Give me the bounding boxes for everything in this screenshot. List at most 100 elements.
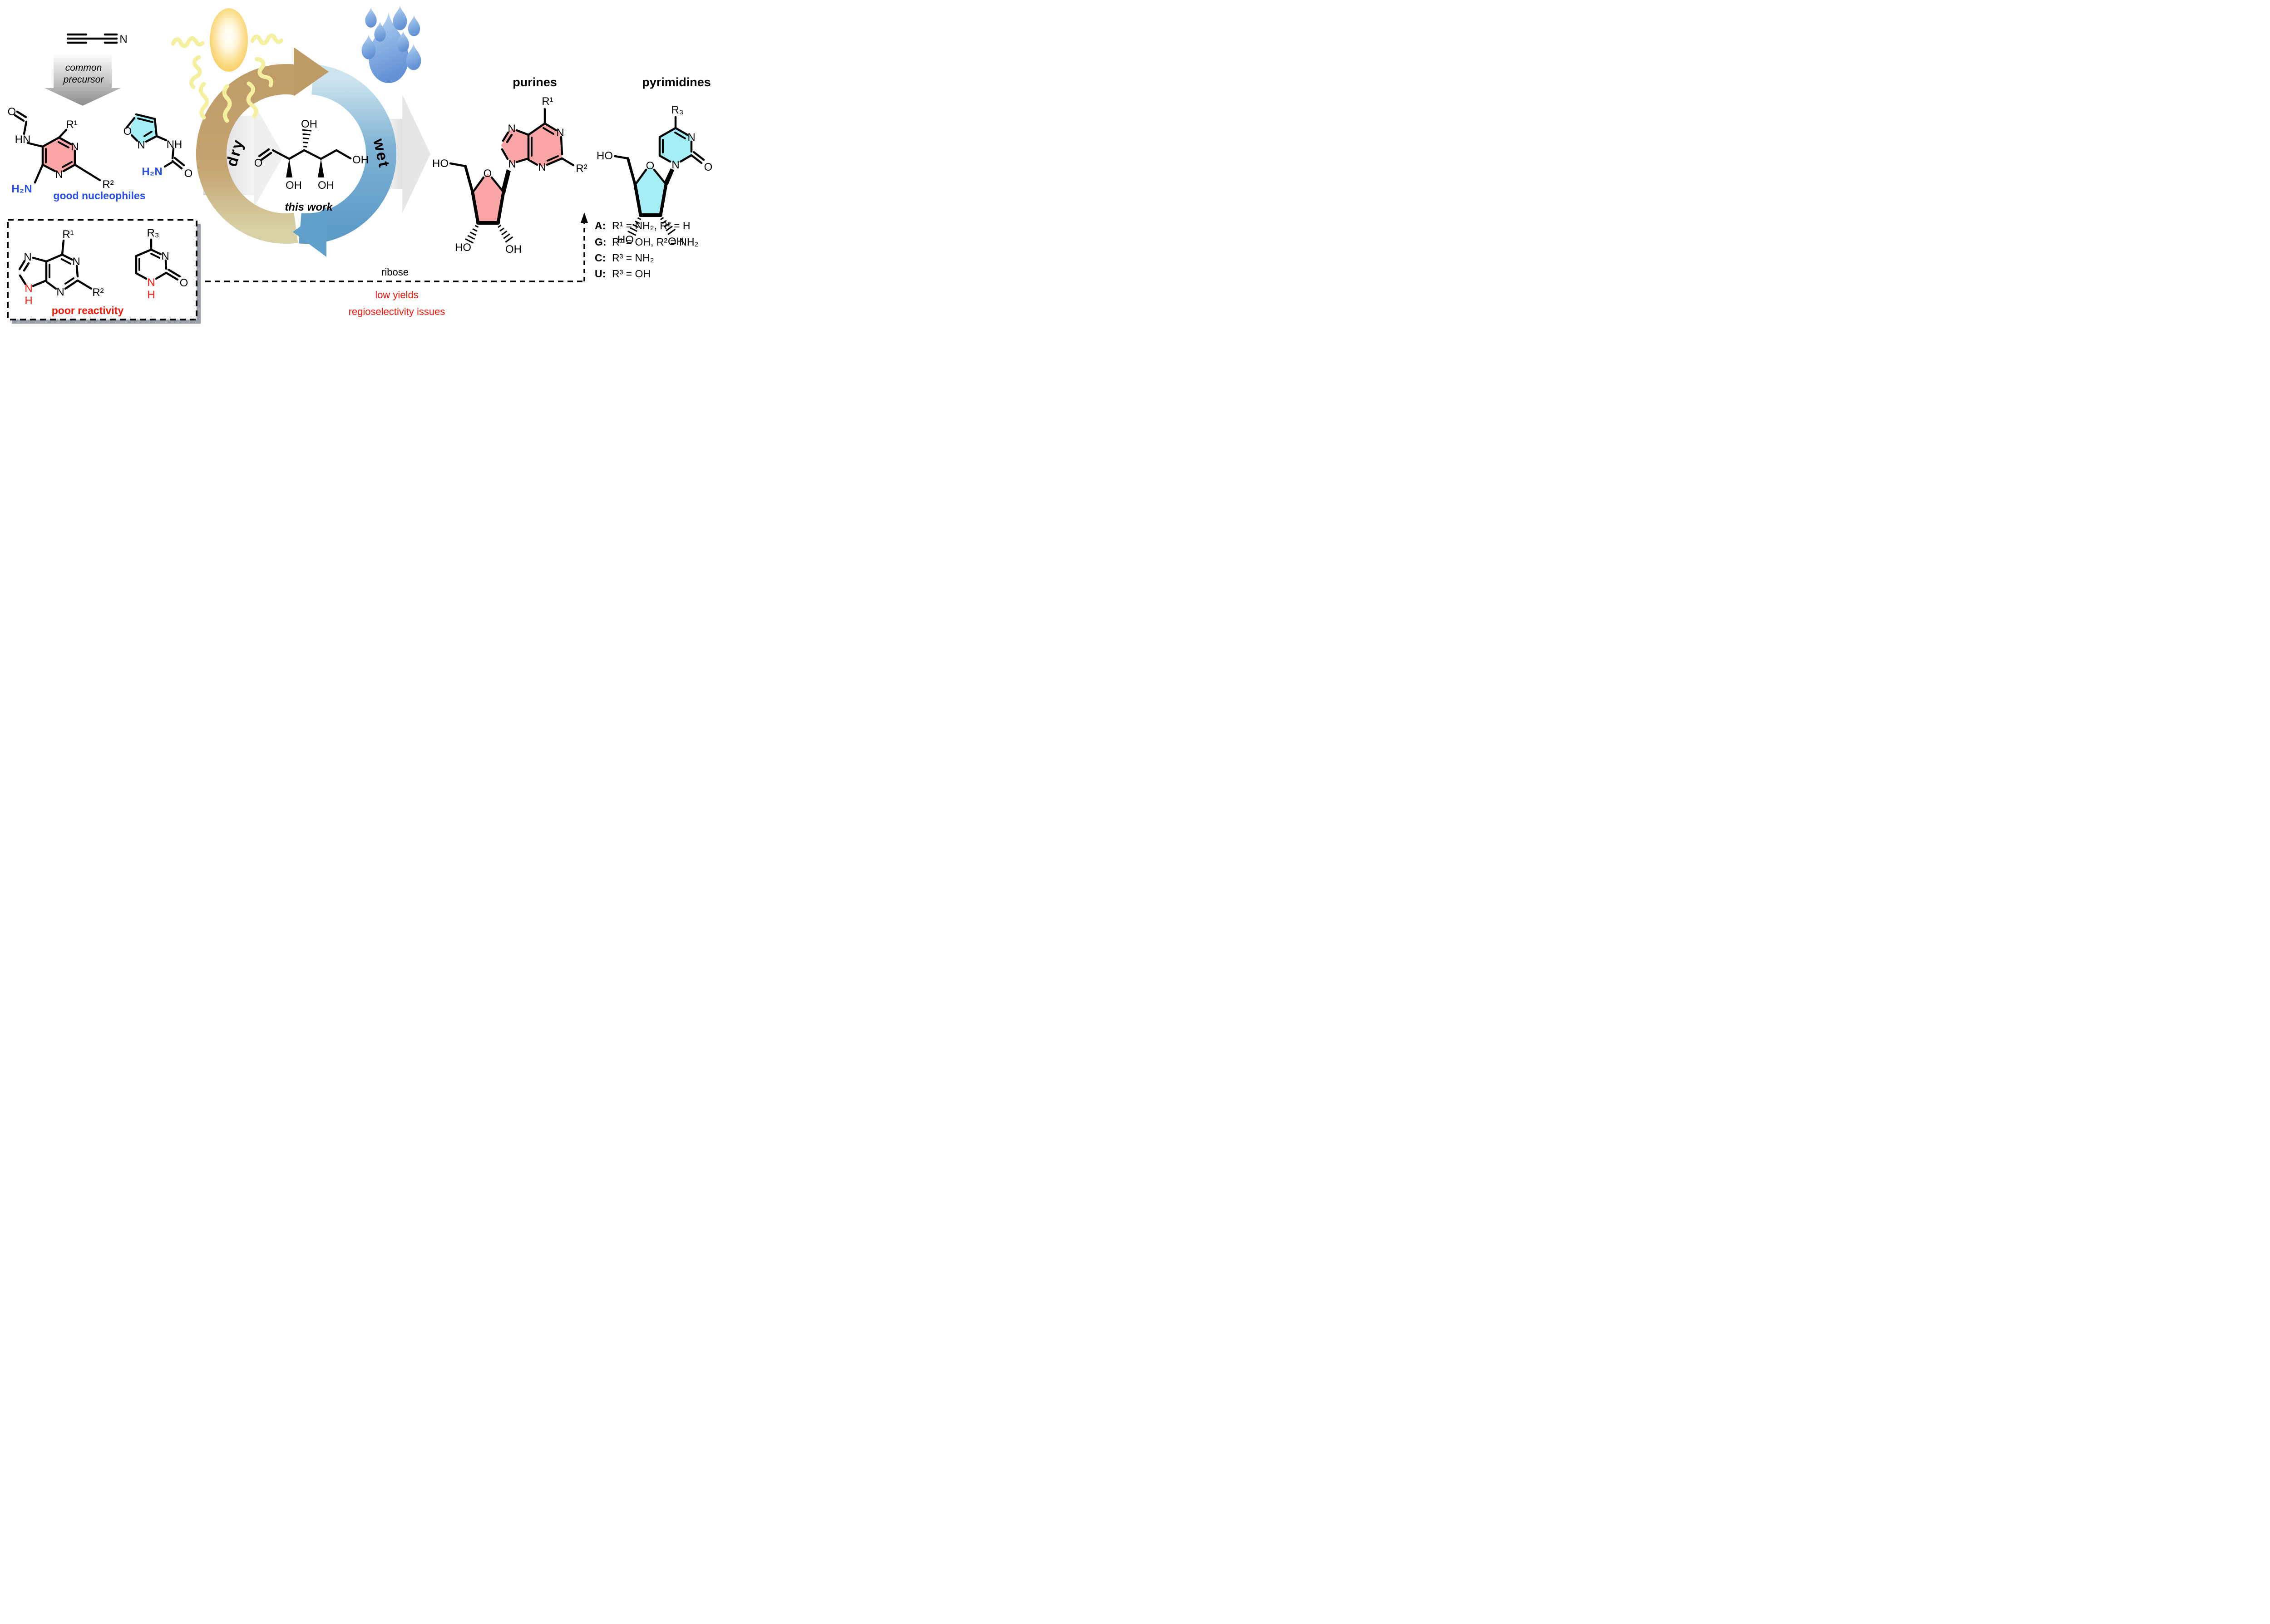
wedge-bond	[286, 159, 292, 177]
hash-wedge	[498, 225, 513, 243]
ribose-label: ribose	[381, 266, 409, 278]
hn-label: HN	[15, 133, 31, 146]
legend-value: R³ = NH₂	[612, 252, 654, 264]
dry-arrowhead-icon	[294, 47, 329, 96]
r2-label: R²	[576, 162, 587, 175]
sun-icon	[171, 8, 284, 123]
legend-key: G:	[595, 236, 607, 248]
purines-title: purines	[513, 75, 557, 89]
legend-row: C: R³ = NH₂	[595, 252, 654, 264]
legend-value: R³ = OH	[612, 268, 651, 280]
low-yields-label: low yields	[375, 289, 418, 300]
n9-h-label: H	[25, 295, 32, 307]
wet-arrowhead-icon	[293, 207, 326, 257]
n1-h-label: H	[147, 289, 155, 301]
ring-n1-label: N	[71, 141, 79, 153]
purine-nucleoside-structure: R¹ N N N N R² HO O HO OH	[432, 95, 587, 256]
r3-label: R₃	[147, 227, 159, 239]
pyrimidinone-structure: R₃ N O N H	[135, 227, 188, 301]
r1-label: R¹	[62, 228, 74, 241]
oh-top-label: OH	[301, 118, 317, 130]
o-label: O	[180, 277, 188, 289]
wet-dry-cycle: dry wet	[196, 47, 397, 257]
r3-label: R₃	[671, 104, 683, 116]
nh-label: NH	[167, 138, 183, 151]
ring-o-label: O	[646, 160, 655, 172]
r2-label: R²	[102, 178, 114, 191]
good-nucleophiles-caption: good nucleophiles	[53, 190, 145, 202]
h2n-label: H₂N	[142, 166, 162, 178]
hash-wedge	[465, 225, 479, 244]
oh-end-label: OH	[352, 154, 369, 166]
legend-key: C:	[595, 252, 606, 264]
oh2-label: OH	[505, 243, 522, 256]
nitrile-n-label: N	[119, 33, 127, 45]
n7-label: N	[24, 251, 31, 263]
imidazole-highlight	[501, 128, 528, 164]
legend-value: R¹ = OH, R² = NH₂	[612, 236, 698, 248]
bonds	[613, 116, 705, 217]
dry-arc	[196, 64, 298, 244]
ho2-label: HO	[617, 234, 634, 246]
r2-label: R²	[92, 286, 104, 299]
purine-structure: R¹ N N N N H R²	[18, 228, 104, 307]
bonds	[125, 113, 185, 170]
o-label: O	[704, 161, 713, 173]
ring-n-label: N	[137, 139, 145, 151]
dashed-border	[7, 219, 197, 320]
n3-label: N	[538, 161, 546, 173]
hash-wedge	[660, 217, 676, 235]
legend-row: A: R¹ = NH₂, R² = H	[595, 220, 691, 231]
cyanoacetylene-structure: N	[66, 33, 128, 45]
aldehyde-o-label: O	[254, 157, 263, 169]
n7-label: N	[508, 123, 515, 135]
sugar-highlight	[635, 166, 666, 215]
pyrimidine-nucleoside-structure: R₃ N N O HO O HO OH	[597, 104, 712, 248]
n1-label: N	[671, 159, 679, 171]
up-arrowhead-icon	[581, 212, 588, 223]
r1-label: R¹	[66, 118, 77, 131]
arrow-label-2: precursor	[63, 74, 104, 85]
h2n-label: H₂N	[11, 183, 32, 195]
legend-row: U: R³ = OH	[595, 268, 651, 280]
ho-label: HO	[597, 150, 613, 162]
ribose-structure: O OH OH OH OH this work	[254, 118, 369, 213]
legend: A: R¹ = NH₂, R² = H G: R¹ = OH, R² = NH₂…	[581, 212, 698, 281]
n3-label: N	[161, 250, 169, 262]
carbonyl-o-label: O	[184, 167, 193, 180]
regioselectivity-label: regioselectivity issues	[349, 306, 445, 317]
bonds	[14, 110, 101, 184]
ho-label: HO	[432, 157, 449, 170]
bonds	[135, 238, 181, 281]
n3-label: N	[56, 286, 64, 298]
poor-reactivity-box: R¹ N N N N H R² R₃ N O	[7, 219, 201, 324]
aminopyrimidine-structure: O HN R¹ N N H₂N R²	[8, 106, 114, 195]
formyl-o-label: O	[8, 106, 16, 118]
glycosidic-wedge	[664, 168, 674, 185]
wet-arc	[299, 64, 397, 244]
isoxazole-urea-structure: O N NH H₂N O	[123, 113, 193, 180]
hash-wedge	[627, 217, 642, 236]
legend-key: U:	[595, 268, 606, 280]
n1-label: N	[72, 256, 80, 268]
ho2-label: HO	[455, 241, 471, 254]
bonds	[66, 33, 118, 44]
sugar-highlight	[473, 173, 503, 223]
figure: dry wet N common precursor	[0, 0, 720, 325]
arrow-label-1: common	[65, 63, 102, 73]
legend-value: R¹ = NH₂, R² = H	[612, 220, 691, 231]
scheme-canvas: dry wet N common precursor	[7, 5, 712, 324]
glycosidic-wedge	[501, 169, 511, 193]
wedge-bond	[318, 159, 324, 177]
oh2-label: OH	[668, 236, 684, 248]
ring-n2-label: N	[55, 168, 63, 181]
down-arrow-icon	[44, 54, 121, 106]
this-work-caption: this work	[285, 201, 333, 213]
bonds	[258, 148, 352, 161]
n3-label: N	[687, 131, 695, 143]
oh-bottom1-label: OH	[286, 179, 302, 192]
legend-key: A:	[595, 220, 606, 231]
r1-label: R¹	[542, 95, 553, 108]
hash-wedge	[302, 129, 312, 148]
legend-row: G: R¹ = OH, R² = NH₂	[595, 236, 698, 248]
